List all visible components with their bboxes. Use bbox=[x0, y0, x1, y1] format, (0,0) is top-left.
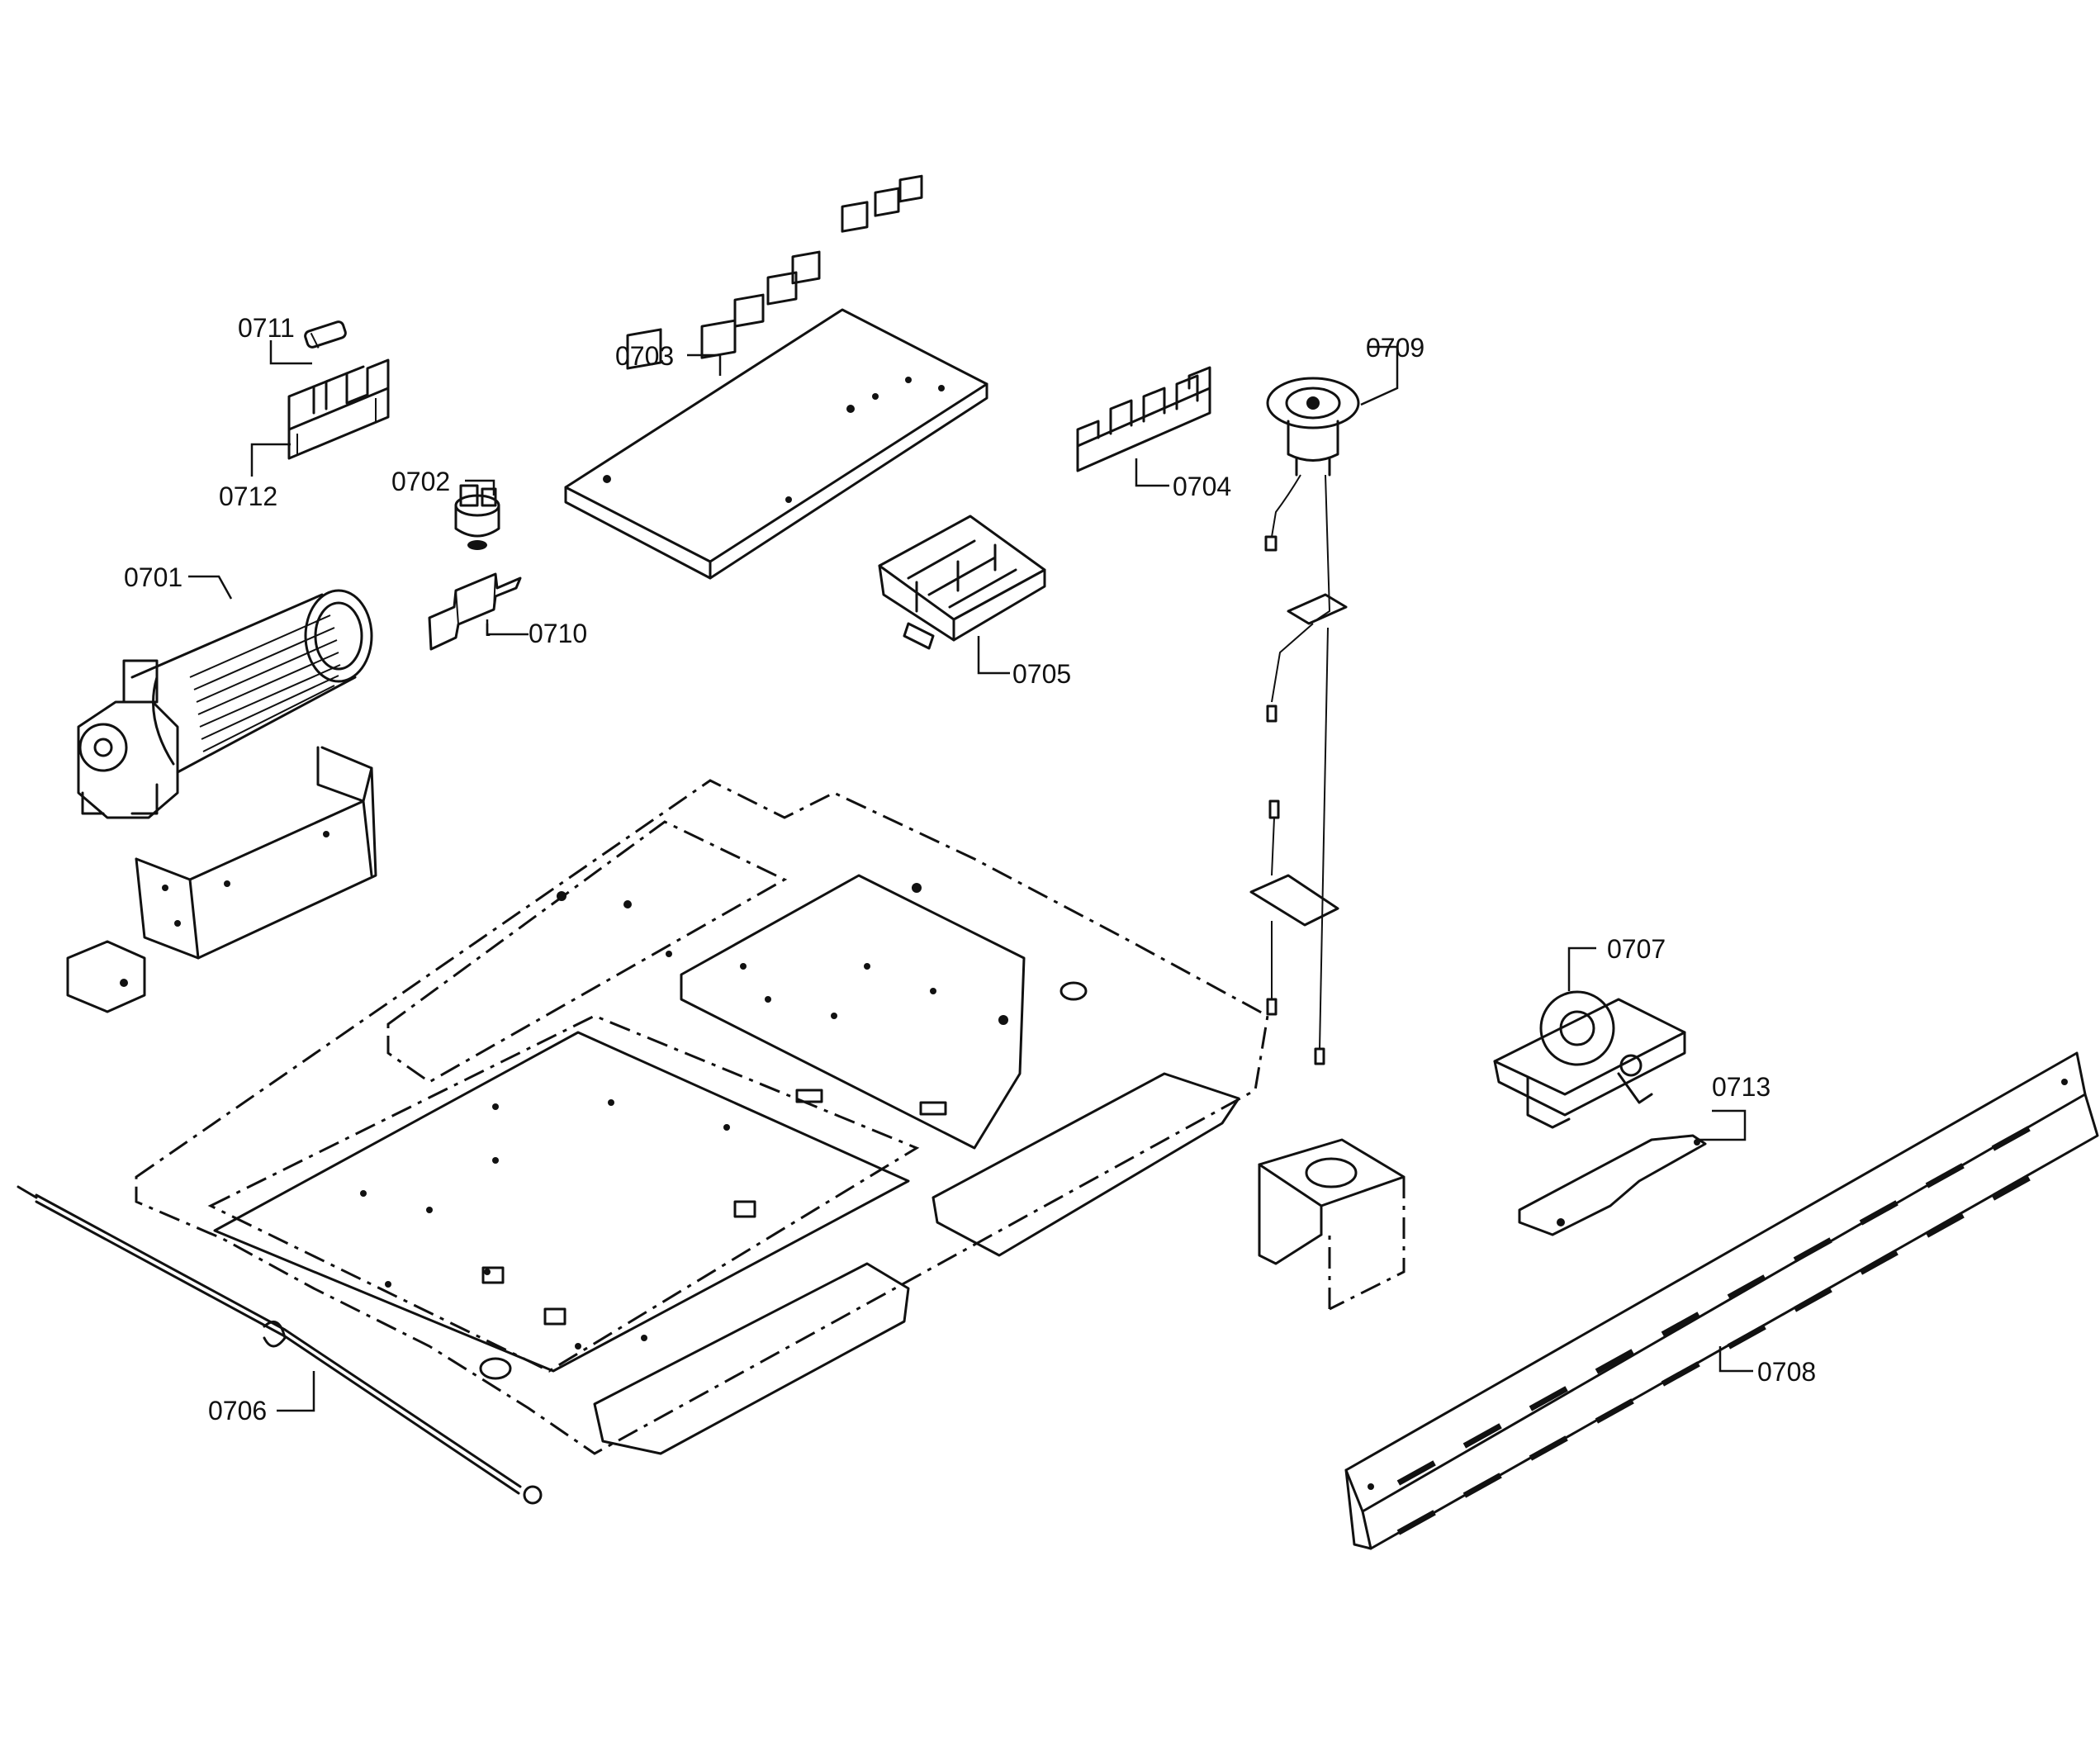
part-0701-fan-motor bbox=[77, 589, 373, 819]
callout-0707: 0707 bbox=[1607, 934, 1666, 964]
callout-0702: 0702 bbox=[391, 467, 450, 496]
part-0702-thermostat bbox=[454, 484, 500, 550]
part-0709-lamp-socket bbox=[1249, 377, 1360, 1065]
callout-0704: 0704 bbox=[1173, 472, 1231, 501]
callout-0706: 0706 bbox=[208, 1396, 267, 1426]
callout-0708: 0708 bbox=[1757, 1357, 1816, 1387]
callout-0712: 0712 bbox=[219, 482, 277, 511]
callout-0710: 0710 bbox=[529, 619, 587, 648]
callout-labels: 0711 0712 0702 0710 0701 0703 0704 0705 … bbox=[124, 313, 1816, 1426]
part-0713-bracket bbox=[1518, 1134, 1707, 1236]
part-duct bbox=[1258, 1138, 1406, 1311]
part-0708-vent-rail bbox=[1344, 1051, 2099, 1550]
callout-0713: 0713 bbox=[1712, 1072, 1771, 1102]
leader-lines bbox=[188, 340, 1753, 1412]
part-0704-clip-strip bbox=[1076, 366, 1211, 472]
part-0705-terminal-block bbox=[878, 515, 1046, 650]
callout-0703: 0703 bbox=[615, 341, 674, 371]
callout-0701: 0701 bbox=[124, 562, 183, 592]
part-motor-mount-bracket bbox=[66, 746, 377, 1013]
callout-0709: 0709 bbox=[1366, 333, 1424, 363]
callout-0705: 0705 bbox=[1012, 659, 1071, 689]
part-0706-wire bbox=[17, 1185, 543, 1505]
part-0710-bracket bbox=[428, 572, 522, 651]
part-0703-control-board bbox=[564, 174, 988, 580]
callout-0711: 0711 bbox=[238, 313, 295, 343]
part-0707-door-lock bbox=[1493, 990, 1686, 1129]
part-0712-fuse-holder bbox=[287, 358, 390, 460]
part-base-plate bbox=[135, 779, 1269, 1455]
part-0711-fuse bbox=[304, 320, 347, 349]
